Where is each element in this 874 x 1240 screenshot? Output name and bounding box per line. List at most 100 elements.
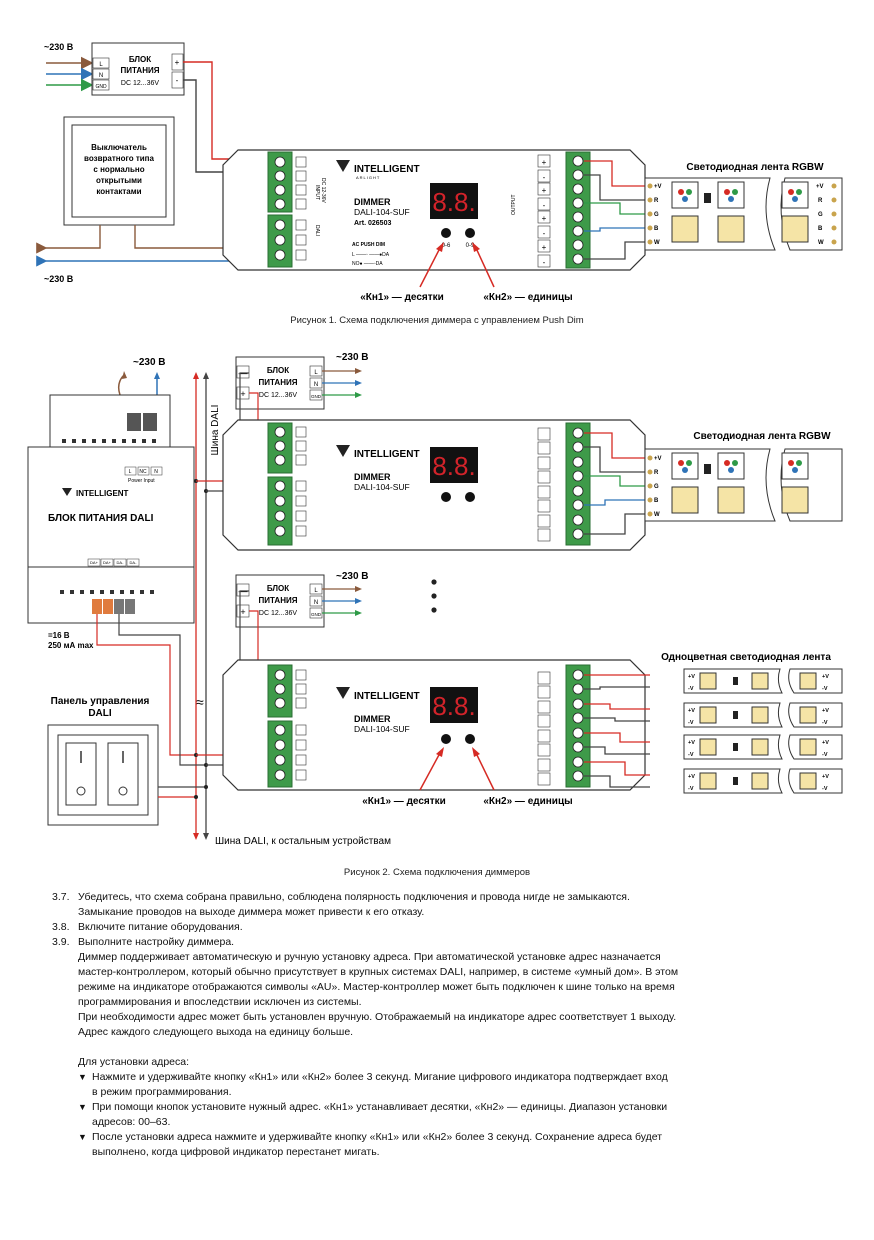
kn2-label-fig1: «Кн2» — единицы [483,292,572,303]
svg-text:Выключатель: Выключатель [91,143,147,152]
svg-text:+V: +V [688,708,695,714]
svg-text:GND: GND [311,612,322,617]
svg-text:+: + [175,58,180,67]
svg-text:8.8.: 8.8. [432,451,475,481]
svg-text:+V: +V [822,674,829,680]
svg-text:W: W [654,512,660,518]
switch-box: Выключатель возвратного типа с нормально… [63,116,175,226]
svg-text:-V: -V [822,720,828,726]
button-kn2 [465,228,475,238]
svg-text:+: + [240,389,245,399]
svg-text:INTELLIGENT: INTELLIGENT [76,489,129,498]
svg-text:+: + [542,214,547,223]
svg-text:+V: +V [654,184,662,190]
svg-text:открытыми: открытыми [96,176,142,185]
svg-text:N: N [99,73,103,79]
svg-text:DA+: DA+ [103,560,112,565]
svg-text:контактами: контактами [96,187,141,196]
svg-text:W: W [818,240,824,246]
svg-text:-: - [543,173,546,182]
svg-text:возвратного типа: возвратного типа [84,154,154,163]
svg-text:+: + [542,243,547,252]
strip-mono-title: Одноцветная светодиодная лента [661,652,831,663]
svg-text:DIMMER: DIMMER [354,714,391,724]
svg-text:+V: +V [688,674,695,680]
svg-text:DALI-104-SUF: DALI-104-SUF [354,482,410,492]
svg-text:БЛОК: БЛОК [267,366,289,375]
svg-text:G: G [654,212,659,218]
figure-1-caption: Рисунок 1. Схема подключения диммера с у… [290,315,584,326]
svg-text:GND: GND [95,84,107,90]
svg-text:G: G [654,484,659,490]
svg-text:DA+: DA+ [90,560,99,565]
svg-text:L: L [99,62,103,68]
svg-text:=16 В: =16 В [48,631,70,640]
svg-text:INTELLIGENT: INTELLIGENT [354,449,420,460]
svg-text:Power Input: Power Input [128,478,155,484]
bullet-icon: ▼ [78,1132,87,1142]
svg-text:OUTPUT: OUTPUT [511,194,517,215]
svg-text:≈: ≈ [196,694,204,710]
svg-text:B: B [654,226,659,232]
svg-text:B: B [818,226,823,232]
dimmer-a: INTELLIGENT DIMMER DALI-104-SUF 8.8. [222,419,646,551]
seven-seg-display: 8.8. [432,187,475,217]
svg-text:~230 В: ~230 В [336,352,369,363]
svg-text:DA-: DA- [117,560,125,565]
dimmer-b: INTELLIGENT DIMMER DALI-104-SUF 8.8. [222,659,646,791]
kn1-label-fig1: «Кн1» — десятки [360,292,444,303]
strip-title-fig1: Светодиодная лента RGBW [686,162,824,173]
svg-text:R: R [654,198,659,204]
bullet-icon: ▼ [78,1072,87,1082]
svg-text:DIMMER: DIMMER [354,197,391,207]
dali-psu: L NC N Power Input INTELLIGENT БЛОК ПИТА… [27,394,195,624]
svg-text:+V: +V [822,774,829,780]
mains-label-bottom: ~230 В [44,274,74,284]
svg-text:с нормально: с нормально [93,165,144,174]
svg-text:8.8.: 8.8. [432,691,475,721]
svg-text:-V: -V [822,686,828,692]
svg-text:-: - [543,229,546,238]
mono-strips: +V-V +V-V +V-V +V-V +V-V +V-V +V-V +V-V [683,668,843,794]
svg-text:INPUT: INPUT [314,185,320,200]
figure-2-caption: Рисунок 2. Схема подключения диммеров [343,867,531,878]
svg-text:-V: -V [822,752,828,758]
kn1-label-fig2: «Кн1» — десятки [362,796,446,807]
svg-text:+V: +V [822,740,829,746]
svg-text:L: L [314,370,318,376]
svg-text:DALI: DALI [88,708,112,719]
svg-text:GND: GND [311,394,322,399]
svg-text:+: + [240,607,245,617]
svg-text:~230 В: ~230 В [336,571,369,582]
svg-text:-V: -V [688,752,694,758]
svg-text:DIMMER: DIMMER [354,472,391,482]
dali-control-panel [47,724,159,826]
svg-text:0-6: 0-6 [442,243,451,249]
dali-bus-bottom-label: Шина DALI, к остальным устройствам [215,836,391,847]
svg-text:+V: +V [654,456,662,462]
svg-text:-V: -V [688,786,694,792]
svg-text:ПИТАНИЯ: ПИТАНИЯ [121,66,160,75]
svg-text:G: G [818,212,823,218]
svg-text:N: N [154,469,158,475]
svg-text:~230 В: ~230 В [133,357,166,368]
svg-text:0-9: 0-9 [466,243,475,249]
svg-text:+V: +V [688,740,695,746]
svg-text:NC: NC [139,469,147,475]
svg-text:БЛОК ПИТАНИЯ DALI: БЛОК ПИТАНИЯ DALI [48,513,154,524]
svg-text:+V: +V [822,708,829,714]
svg-text:ПИТАНИЯ: ПИТАНИЯ [259,378,298,387]
mains-label-top: ~230 В [44,42,74,52]
svg-text:-V: -V [688,686,694,692]
svg-text:DC 12...36V: DC 12...36V [259,610,297,617]
svg-text:N: N [314,382,318,388]
dali-bus-label: Шина DALI [210,405,221,456]
svg-text:L: L [314,588,318,594]
svg-text:+V: +V [688,774,695,780]
svg-text:DA-: DA- [130,560,138,565]
svg-text:W: W [654,240,660,246]
